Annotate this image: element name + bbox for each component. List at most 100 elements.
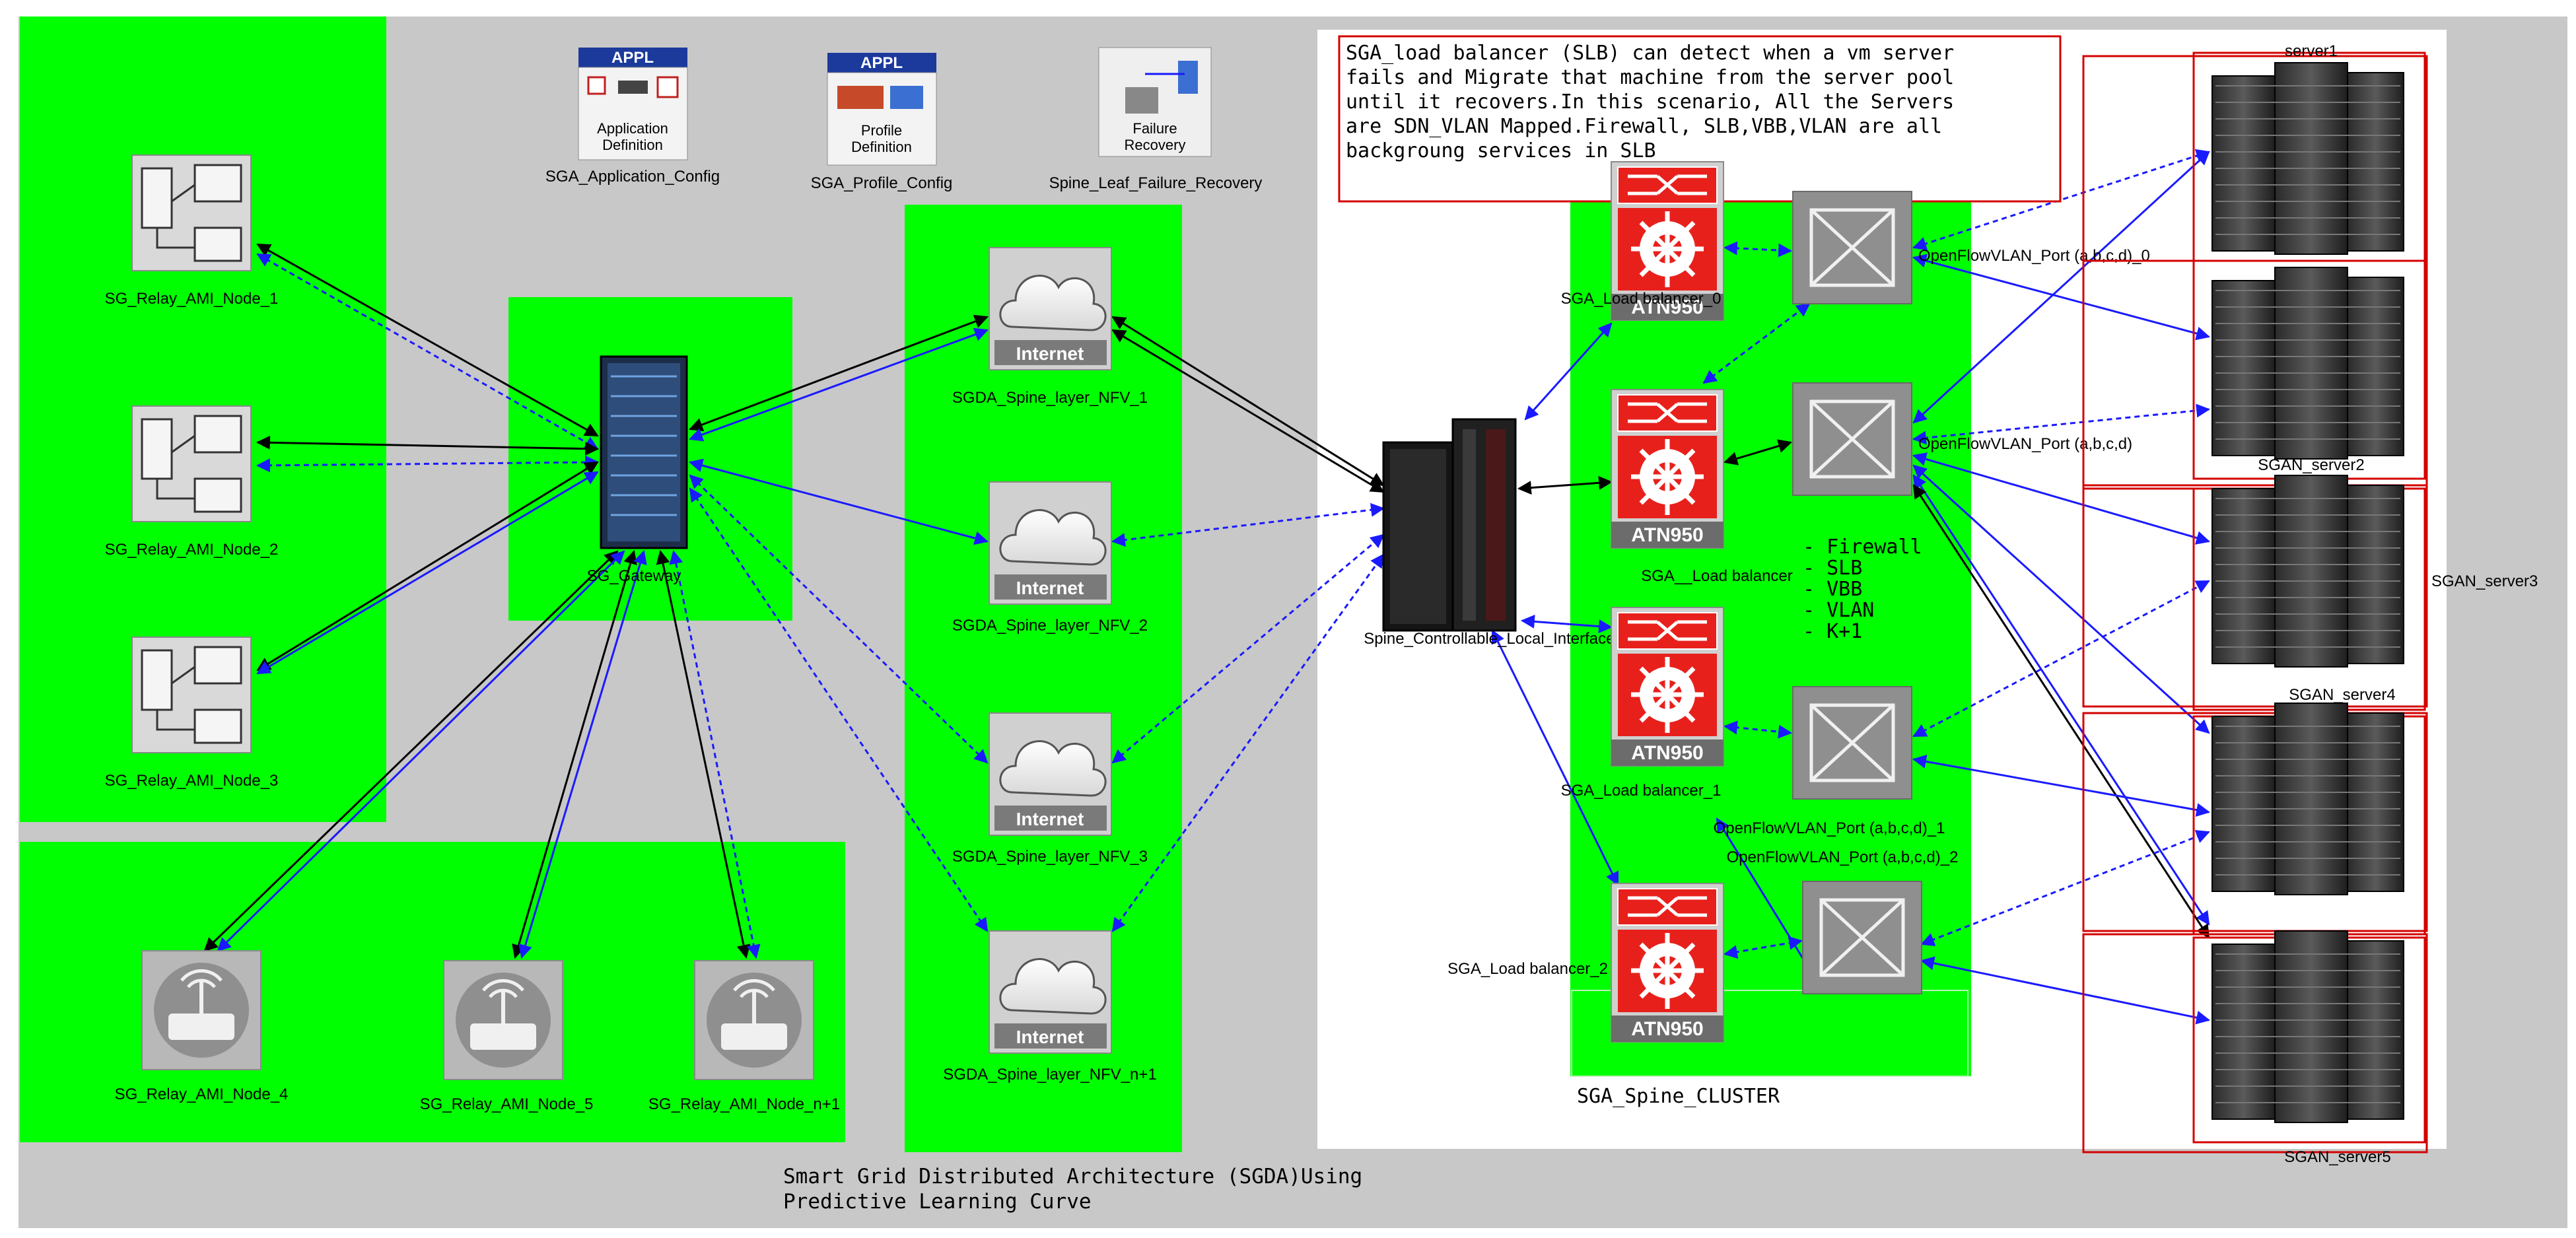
diagram-title-line1: Smart Grid Distributed Architecture (SGD… (783, 1165, 1362, 1188)
wireless-node-label: SG_Relay_AMI_Node_4 (115, 1085, 289, 1103)
internet-cloud-icon[interactable]: Internet (989, 481, 1112, 605)
network-link (1723, 720, 1793, 739)
svg-text:Recovery: Recovery (1125, 137, 1186, 153)
spine-nfv-label: SGDA_Spine_layer_NFV_2 (952, 617, 1148, 635)
router-badge: ATN950 (1631, 1018, 1703, 1040)
network-link (1111, 553, 1385, 932)
network-link (689, 327, 989, 442)
application-config-label: SGA_Application_Config (545, 168, 720, 186)
server-label: server1 (2285, 42, 2338, 60)
wireless-router-icon[interactable] (443, 960, 563, 1080)
network-link (518, 549, 647, 959)
svg-text:Definition: Definition (602, 137, 663, 153)
spine-nfv-label: SGDA_Spine_layer_NFV_n+1 (943, 1066, 1157, 1083)
network-link (1517, 475, 1613, 495)
server-label: SGAN_server3 (2431, 572, 2538, 590)
load-balancer-router-icon[interactable]: ATN950 (1611, 389, 1724, 549)
failure-recovery-icon[interactable]: Failure Recovery (1098, 47, 1212, 157)
openflow-port-label: OpenFlowVLAN_Port (a,b,c,d) (1918, 435, 2132, 453)
network-link (1912, 580, 2210, 738)
load-balancer-label: SGA_Load balancer_1 (1561, 782, 1722, 800)
controller-server-icon[interactable] (1382, 418, 1517, 632)
service-item: - K+1 (1803, 620, 1862, 643)
internet-cloud-icon[interactable]: Internet (989, 712, 1112, 836)
wireless-router-icon[interactable] (141, 950, 261, 1070)
controller-label: Spine_Controllable_Local_Interface_ (1364, 630, 1624, 648)
router-badge: ATN950 (1631, 296, 1703, 318)
note-line: until it recovers.In this scenario, All … (1346, 90, 1954, 114)
network-link (689, 487, 989, 932)
network-link (256, 435, 600, 456)
note-line: fails and Migrate that machine from the … (1346, 66, 1954, 89)
server-rack-icon[interactable] (2211, 62, 2404, 255)
router-badge: ATN950 (1631, 524, 1703, 546)
spine-nfv-label: SGDA_Spine_layer_NFV_3 (952, 848, 1148, 866)
note-line: SGA_load balancer (SLB) can detect when … (1346, 42, 1954, 65)
relay-pc-icon[interactable] (131, 405, 252, 522)
wireless-router-icon[interactable] (694, 960, 814, 1080)
internet-cloud-icon[interactable]: Internet (989, 247, 1112, 370)
load-balancer-router-icon[interactable]: ATN950 (1611, 607, 1724, 767)
service-item: - SLB (1803, 557, 1862, 580)
network-link (1912, 403, 2211, 445)
load-balancer-router-icon[interactable]: ATN950 (1611, 161, 1724, 321)
server-label: SGAN_server2 (2258, 456, 2364, 474)
openflow-switch-icon[interactable] (1802, 881, 1922, 994)
network-link (1912, 754, 2211, 817)
relay-node-label: SG_Relay_AMI_Node_2 (105, 541, 279, 559)
load-balancer-label: SGA_Load balancer_2 (1447, 960, 1608, 978)
gateway-label: SG_Gateway (587, 567, 681, 585)
svg-text:Application: Application (597, 120, 668, 137)
gateway-switch-icon[interactable] (600, 355, 688, 549)
network-link (1524, 322, 1613, 421)
network-link (1723, 241, 1793, 258)
load-balancer-label: SGA_Load balancer_0 (1561, 290, 1722, 308)
svg-text:APPL: APPL (611, 49, 654, 67)
network-link (256, 253, 599, 450)
svg-text:Profile: Profile (861, 122, 902, 139)
network-link (1111, 329, 1385, 493)
server-rack-icon[interactable] (2211, 930, 2404, 1123)
openflow-switch-icon[interactable] (1792, 382, 1912, 496)
relay-node-label: SG_Relay_AMI_Node_3 (105, 772, 279, 790)
load-balancer-label: SGA__Load balancer (1641, 567, 1793, 585)
note-line: are SDN_VLAN Mapped.Firewall, SLB,VBB,VL… (1346, 115, 1942, 138)
wireless-node-label: SG_Relay_AMI_Node_n+1 (648, 1095, 840, 1113)
openflow-switch-icon[interactable] (1792, 191, 1912, 304)
network-link (1912, 151, 2210, 424)
internet-cloud-icon[interactable]: Internet (989, 930, 1112, 1054)
server-label: SGAN_server5 (2284, 1148, 2390, 1166)
internet-badge: Internet (1016, 809, 1084, 829)
service-item: - Firewall (1803, 535, 1922, 559)
openflow-switch-icon[interactable] (1792, 686, 1912, 800)
internet-badge: Internet (1016, 343, 1084, 364)
cluster-label: SGA_Spine_CLUSTER (1577, 1085, 1780, 1108)
network-link (1520, 614, 1613, 634)
svg-text:APPL: APPL (860, 54, 903, 72)
spine-nfv-label: SGDA_Spine_layer_NFV_1 (952, 389, 1148, 407)
network-link (1702, 302, 1811, 384)
profile-config-icon[interactable]: APPL Profile Definition (827, 53, 937, 166)
network-link (1920, 830, 2210, 946)
internet-badge: Internet (1016, 578, 1084, 598)
network-link (1920, 956, 2211, 1025)
note-line: backgroung services in SLB (1346, 139, 1656, 162)
internet-badge: Internet (1016, 1027, 1084, 1047)
server-rack-icon[interactable] (2211, 703, 2404, 895)
router-badge: ATN950 (1631, 742, 1703, 764)
relay-pc-icon[interactable] (131, 636, 252, 753)
network-link (1723, 439, 1793, 465)
profile-config-label: SGA_Profile_Config (811, 174, 953, 192)
network-link (1491, 629, 1619, 886)
openflow-port-label: OpenFlowVLAN_Port (a,b,c,d)_2 (1727, 848, 1959, 866)
wireless-node-label: SG_Relay_AMI_Node_5 (420, 1095, 594, 1113)
relay-pc-icon[interactable] (131, 155, 252, 271)
server-rack-icon[interactable] (2211, 475, 2404, 668)
server-rack-icon[interactable] (2211, 267, 2404, 460)
diagram-title-line2: Predictive Learning Curve (783, 1190, 1092, 1214)
load-balancer-router-icon[interactable]: ATN950 (1611, 883, 1724, 1043)
openflow-port-label: OpenFlowVLAN_Port (a,b,c,d)_0 (1918, 247, 2150, 265)
service-item: - VBB (1803, 578, 1862, 601)
application-config-icon[interactable]: APPL Application Definition (578, 48, 688, 160)
